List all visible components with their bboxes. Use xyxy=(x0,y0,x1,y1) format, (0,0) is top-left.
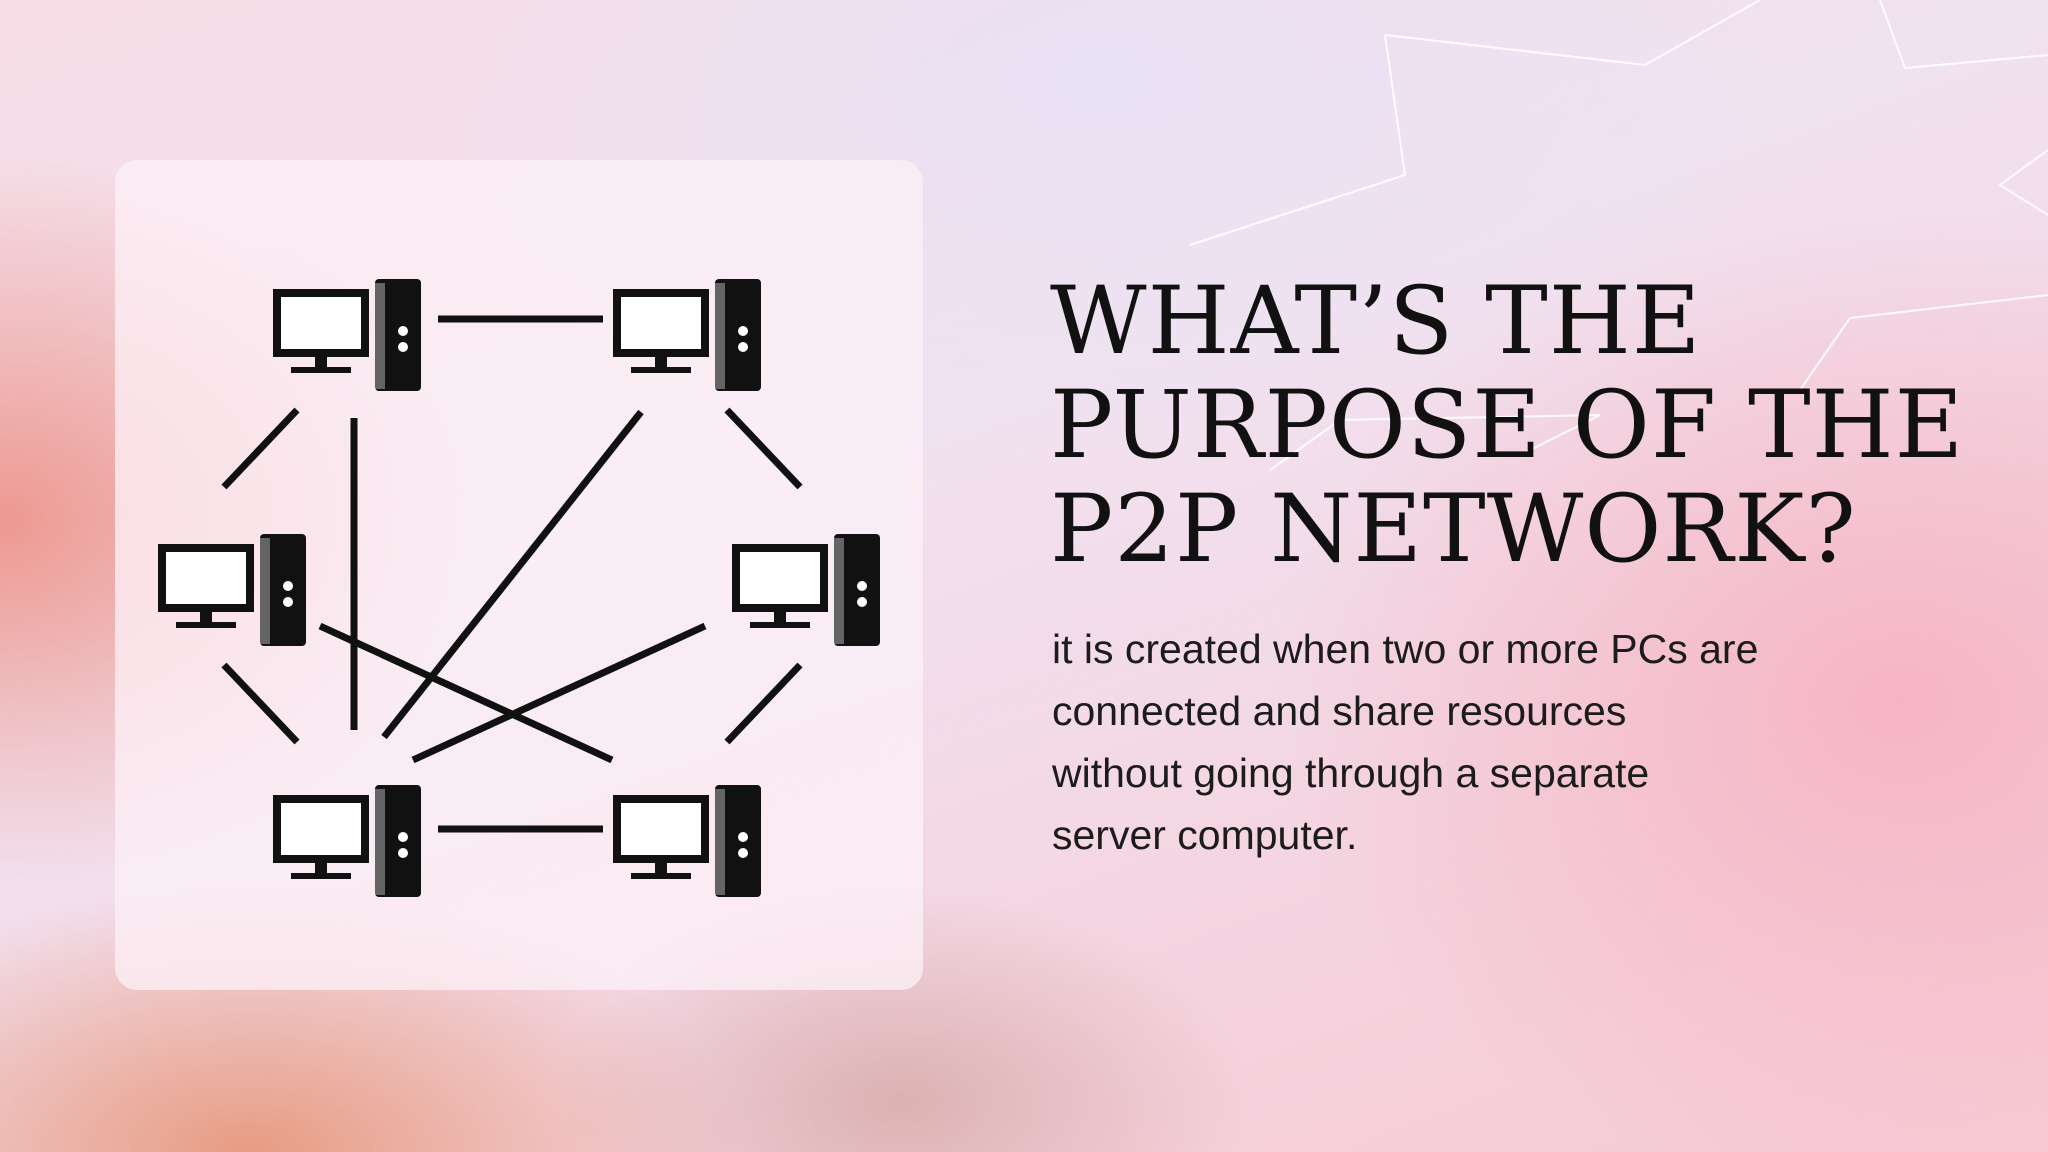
description-line: connected and share resources xyxy=(1052,688,1627,734)
connection-lines xyxy=(221,315,803,833)
desktop-computer-icon xyxy=(732,534,880,646)
star-outline-right-4 xyxy=(1799,317,1851,391)
description-line: server computer. xyxy=(1052,812,1358,858)
heading-line: PURPOSE OF THE xyxy=(1050,371,1965,480)
desktop-computer-icon xyxy=(273,279,421,391)
desktop-computer-icon xyxy=(273,785,421,897)
star-outline-large xyxy=(1384,0,1761,67)
slide-heading: WHAT’S THE PURPOSE OF THE P2P NETWORK? xyxy=(1050,270,2000,582)
connection-line xyxy=(724,407,803,490)
star-outline-right-2 xyxy=(1998,149,2048,216)
heading-line: WHAT’S THE xyxy=(1050,267,1702,376)
desktop-computer-icon xyxy=(613,279,761,391)
p2p-network-diagram xyxy=(158,279,880,897)
connection-line xyxy=(724,662,803,745)
desktop-computer-icon xyxy=(158,534,306,646)
connection-line xyxy=(221,407,300,490)
star-outline-large-left xyxy=(1189,34,1407,246)
network-diagram-card xyxy=(115,160,923,990)
connection-line xyxy=(318,622,614,764)
description-line: without going through a separate xyxy=(1052,750,1650,796)
description-line: it is created when two or more PCs are xyxy=(1052,626,1759,672)
desktop-computer-icon xyxy=(613,785,761,897)
star-outline-right xyxy=(1879,0,2048,70)
star-outline-right-3 xyxy=(1849,294,2048,319)
heading-line: P2P NETWORK? xyxy=(1050,475,1857,584)
slide-description: it is created when two or more PCs are c… xyxy=(1052,618,1952,866)
star-outline-large-bottom xyxy=(1269,414,1601,471)
connection-line xyxy=(381,409,644,740)
connection-line xyxy=(411,622,707,764)
connection-line xyxy=(221,662,300,745)
